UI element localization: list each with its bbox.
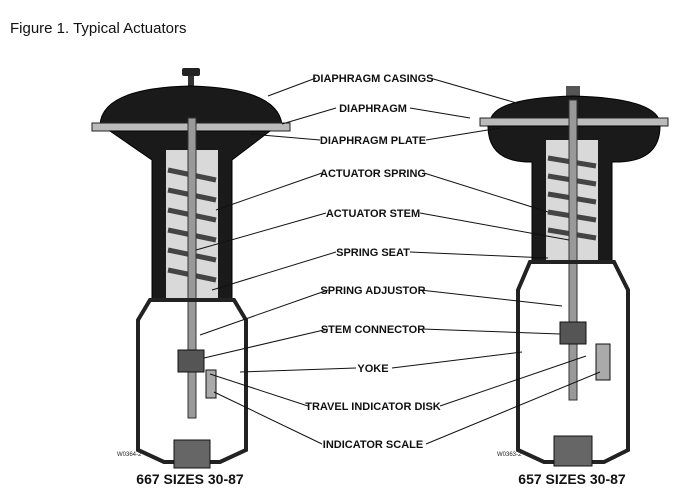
actuator-667: W0364-2 667 SIZES 30-87 bbox=[91, 68, 291, 487]
label-travel-indicator-disk: TRAVEL INDICATOR DISK bbox=[305, 401, 441, 413]
label-diaphragm-casings: DIAPHRAGM CASINGS bbox=[312, 73, 433, 85]
label-spring-seat: SPRING SEAT bbox=[336, 247, 410, 259]
figure-title: Figure 1. Typical Actuators bbox=[10, 20, 187, 37]
label-stem-connector: STEM CONNECTOR bbox=[321, 324, 425, 336]
drawing-code: W0363-2 bbox=[497, 452, 522, 458]
label-actuator-spring: ACTUATOR SPRING bbox=[320, 168, 426, 180]
label-actuator-stem: ACTUATOR STEM bbox=[326, 208, 420, 220]
actuator-657: W0363-2 657 SIZES 30-87 bbox=[479, 86, 669, 487]
drawing-code: W0364-2 bbox=[117, 452, 142, 458]
label-yoke: YOKE bbox=[357, 363, 388, 375]
actuator-caption: 657 SIZES 30-87 bbox=[518, 471, 626, 487]
label-diaphragm-plate: DIAPHRAGM PLATE bbox=[320, 135, 426, 147]
label-diaphragm: DIAPHRAGM bbox=[339, 103, 407, 115]
label-indicator-scale: INDICATOR SCALE bbox=[323, 439, 423, 451]
actuator-caption: 667 SIZES 30-87 bbox=[136, 471, 244, 487]
leader-lines bbox=[195, 77, 601, 445]
label-spring-adjustor: SPRING ADJUSTOR bbox=[320, 285, 425, 297]
